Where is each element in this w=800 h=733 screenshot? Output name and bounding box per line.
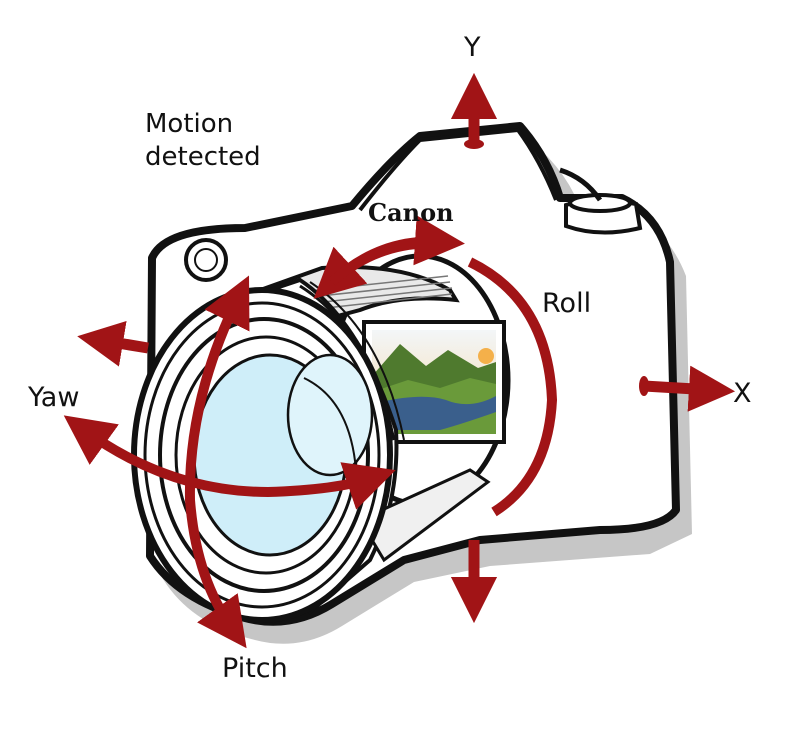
strap-lug	[559, 167, 603, 202]
yaw-label: Yaw	[28, 382, 80, 413]
viewfinder-button	[184, 238, 228, 282]
x-axis-arrow-left	[77, 321, 149, 367]
motion-label-line2: detected	[145, 142, 261, 172]
y-axis-label: Y	[464, 32, 481, 63]
yaw-arrow	[63, 415, 396, 510]
prism-housing	[358, 127, 558, 212]
brand-logo: Canon	[368, 198, 454, 227]
lens-front	[131, 287, 393, 623]
x-axis-arrow-right	[643, 365, 736, 412]
roll-label: Roll	[542, 288, 592, 319]
motion-detected-label: Motion detected	[145, 108, 261, 174]
pitch-label: Pitch	[222, 653, 288, 684]
motion-label-line1: Motion	[145, 109, 234, 139]
x-axis-label: X	[733, 378, 752, 409]
